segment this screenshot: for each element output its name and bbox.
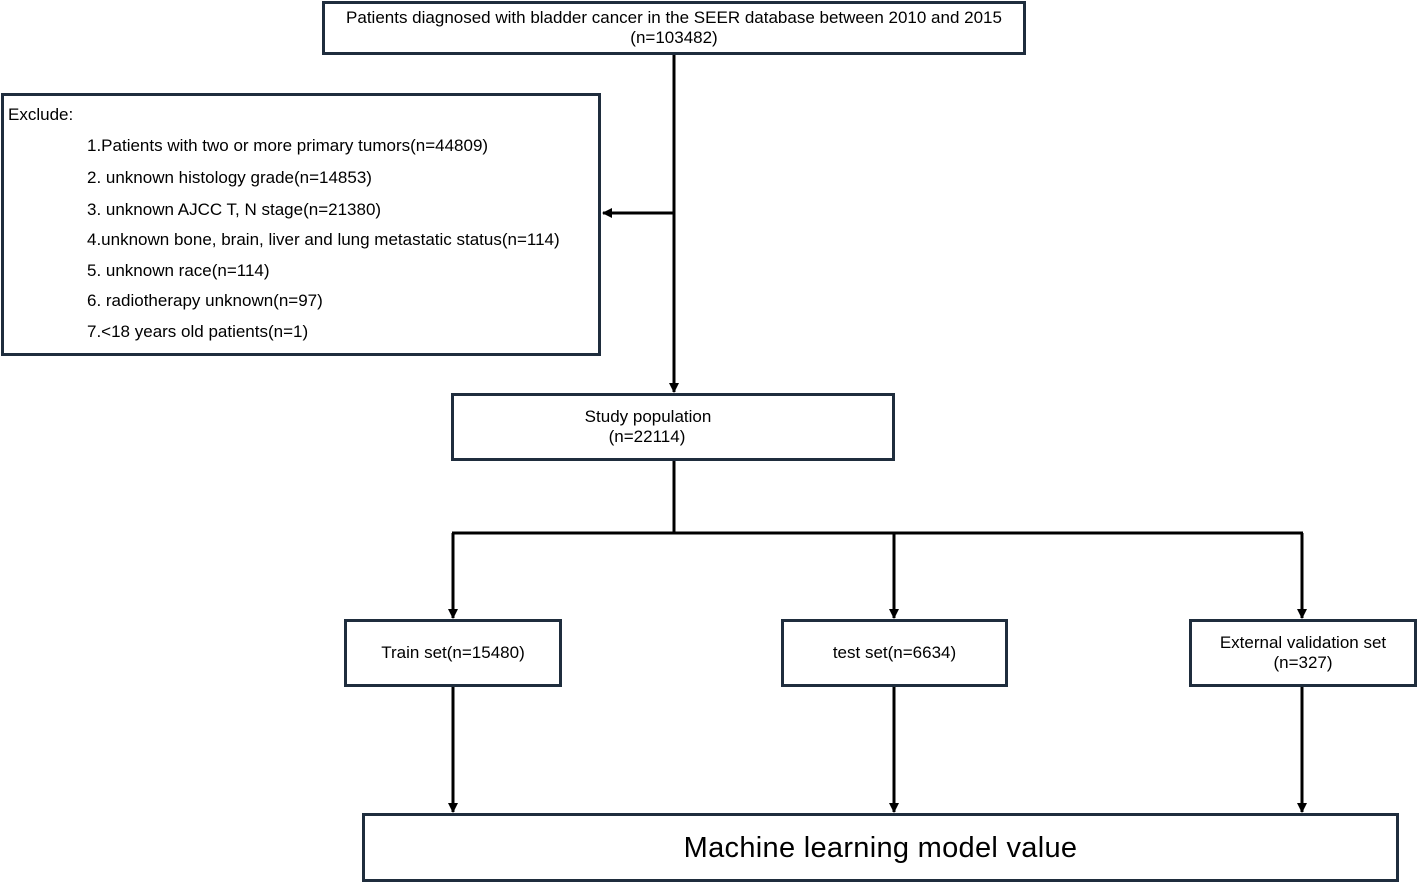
exclusion-criterion: 5. unknown race(n=114) <box>87 261 270 280</box>
source-population-box: Patients diagnosed with bladder cancer i… <box>322 1 1026 55</box>
external-validation-count: (n=327) <box>1273 653 1333 672</box>
study-population-box: Study population (n=22114) <box>451 393 895 461</box>
exclusion-criteria-box: Exclude: 1.Patients with two or more pri… <box>1 93 601 356</box>
train-set-label: Train set(n=15480) <box>381 643 525 662</box>
train-set-box: Train set(n=15480) <box>344 619 562 687</box>
external-validation-box: External validation set (n=327) <box>1189 619 1417 687</box>
exclusion-criterion: 3. unknown AJCC T, N stage(n=21380) <box>87 200 382 219</box>
exclusion-criterion: 6. radiotherapy unknown(n=97) <box>87 291 323 310</box>
test-set-label: test set(n=6634) <box>832 643 957 662</box>
exclusion-criterion: 1.Patients with two or more primary tumo… <box>87 136 489 155</box>
model-value-box: Machine learning model value <box>362 813 1399 882</box>
study-population-title: Study population <box>584 407 712 426</box>
source-population-title: Patients diagnosed with bladder cancer i… <box>346 8 1002 27</box>
exclusion-header: Exclude: <box>8 105 74 124</box>
exclusion-criterion: 7.<18 years old patients(n=1) <box>87 322 309 341</box>
model-value-label: Machine learning model value <box>683 831 1078 864</box>
source-population-count: (n=103482) <box>630 28 718 47</box>
external-validation-title: External validation set <box>1219 633 1387 652</box>
exclusion-criterion: 2. unknown histology grade(n=14853) <box>87 168 372 187</box>
study-population-count: (n=22114) <box>608 427 686 446</box>
test-set-box: test set(n=6634) <box>781 619 1008 687</box>
exclusion-criterion: 4.unknown bone, brain, liver and lung me… <box>87 230 560 249</box>
